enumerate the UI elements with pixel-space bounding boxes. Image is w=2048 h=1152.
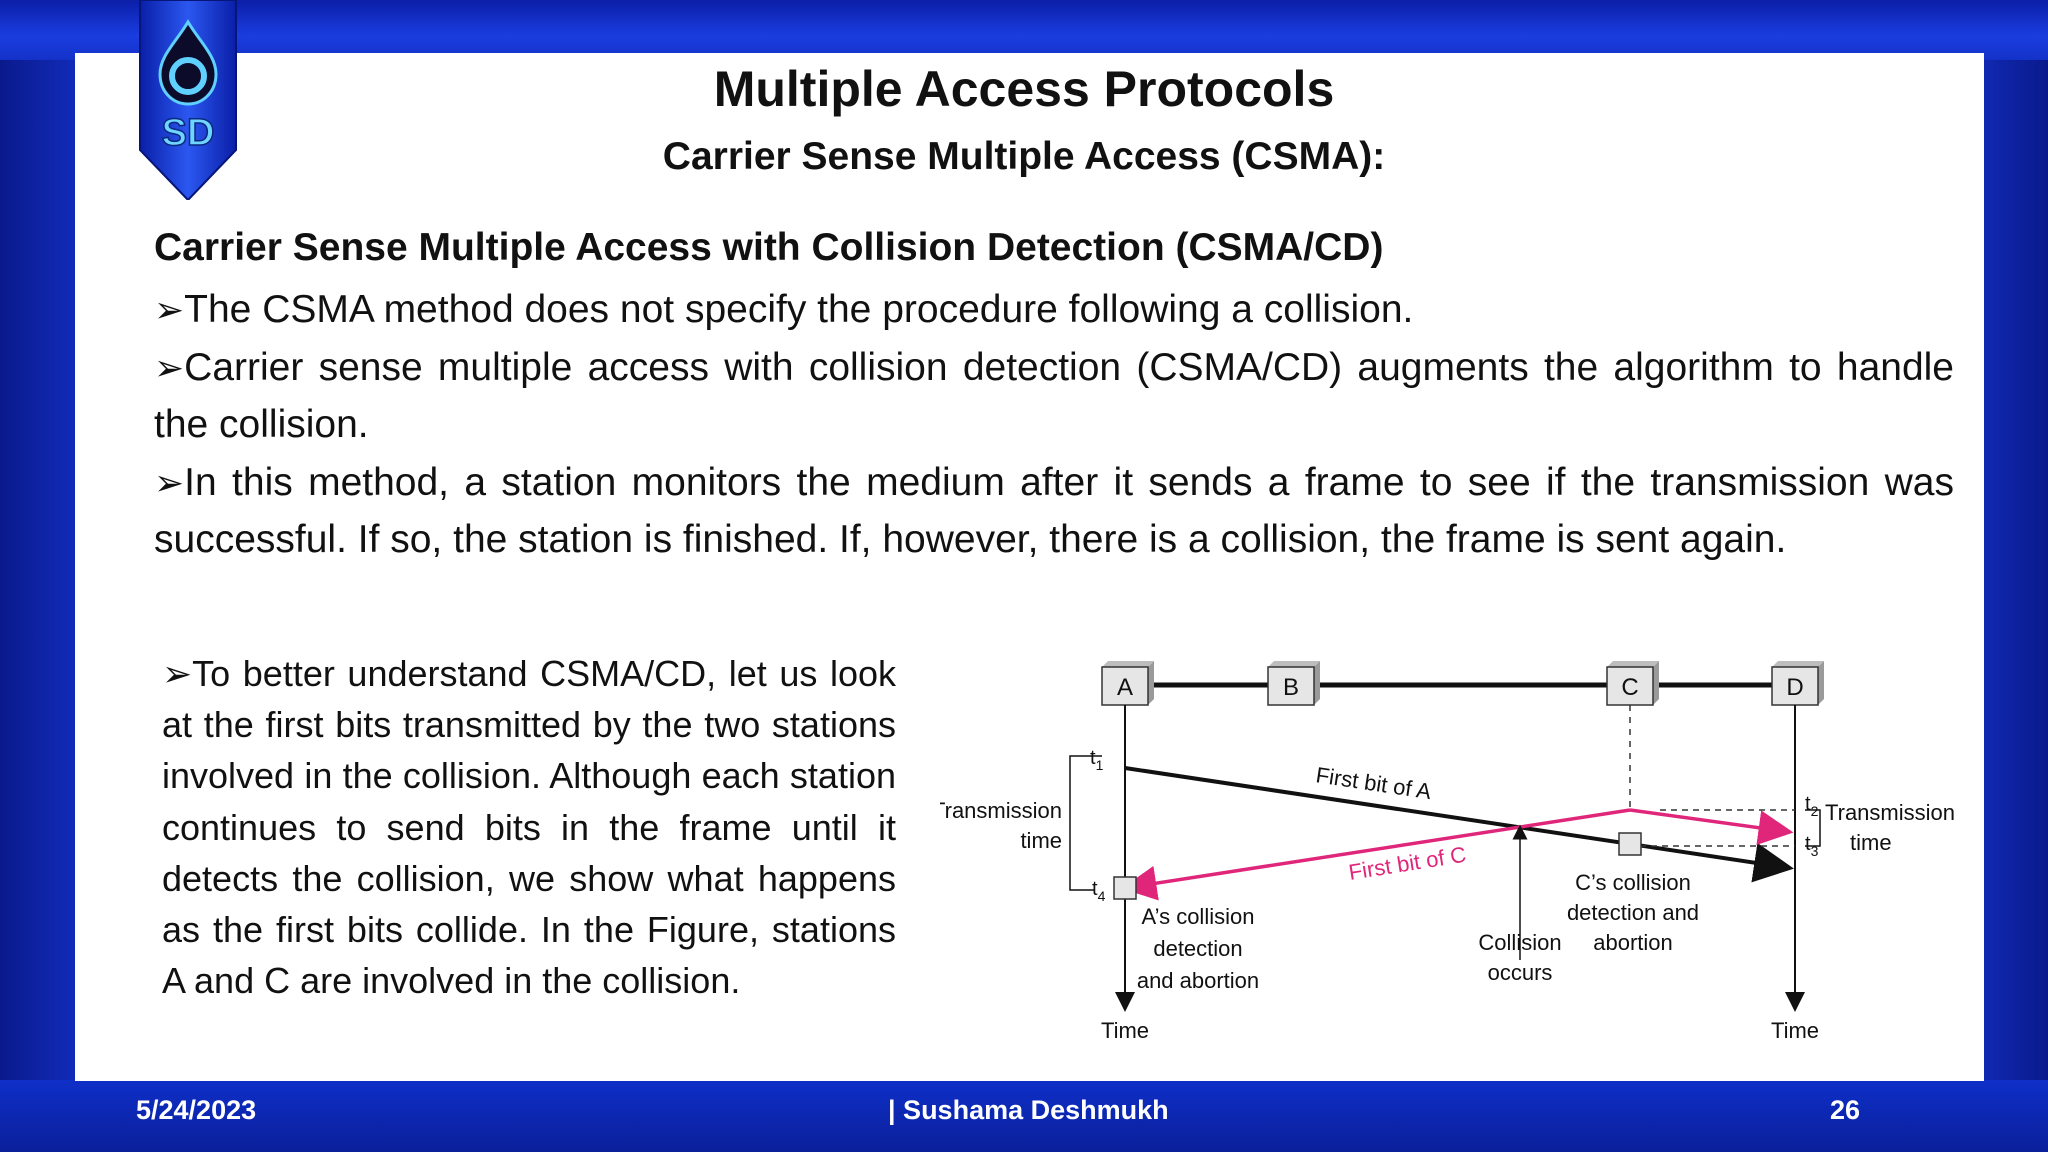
station-c: C [1606, 661, 1659, 706]
station-label: B [1283, 674, 1299, 701]
time-axis-label: Time [1771, 1018, 1819, 1043]
bullet-item: ➢In this method, a station monitors the … [154, 454, 1954, 569]
station-d: D [1771, 661, 1824, 706]
side-paragraph: ➢To better understand CSMA/CD, let us lo… [162, 648, 896, 1006]
signal-a-line [1124, 766, 1794, 883]
bullet-item: ➢Carrier sense multiple access with coll… [154, 339, 1954, 454]
left-bracket [1069, 755, 1102, 891]
signal-c-left [1121, 808, 1631, 901]
c-detect-label: detection and [1567, 900, 1699, 925]
page-subtitle: Carrier Sense Multiple Access (CSMA): [662, 135, 1386, 178]
transmission-label: Transmission [1825, 800, 1955, 825]
c-detect-label: abortion [1593, 930, 1673, 955]
footer-author: | Sushama Deshmukh [888, 1095, 1169, 1125]
station-label: A [1117, 674, 1133, 701]
page-title: Multiple Access Protocols [713, 61, 1335, 117]
a-detect-label: and abortion [1137, 968, 1259, 993]
top-band [0, 0, 2048, 60]
station-label: D [1786, 674, 1803, 701]
drop-logo-icon: SD [139, 0, 237, 200]
c-detect-box [1618, 832, 1642, 856]
transmission-label: Transmission [940, 798, 1062, 823]
a-detect-label: detection [1153, 936, 1242, 961]
bullet-arrow-icon: ➢ [162, 653, 193, 694]
station-label: C [1621, 674, 1638, 701]
side-paragraph-text: To better understand CSMA/CD, let us loo… [162, 653, 896, 1002]
bullet-text: The CSMA method does not specify the pro… [184, 288, 1414, 331]
station-b: B [1267, 661, 1320, 706]
a-detect-label: A’s collision [1142, 904, 1255, 929]
time-label: time [1850, 830, 1892, 855]
bullet-item: ➢The CSMA method does not specify the pr… [154, 281, 1954, 339]
bullet-arrow-icon: ➢ [154, 346, 185, 388]
section-heading: Carrier Sense Multiple Access with Colli… [154, 226, 1384, 269]
bottom-band [0, 1080, 2048, 1152]
csma-cd-diagram: A B C D First bit of A First bit of C T [940, 661, 1955, 1043]
time-axis-label: Time [1101, 1018, 1149, 1043]
footer-date: 5/24/2023 [136, 1095, 257, 1125]
a-detect-box [1113, 876, 1137, 900]
right-bracket [1805, 809, 1821, 847]
t1-label: t1 [1090, 747, 1104, 773]
first-bit-c-label: First bit of C [1347, 842, 1468, 885]
t2-label: t2 [1805, 793, 1819, 819]
bullet-arrow-icon: ➢ [154, 461, 185, 503]
collision-label: occurs [1488, 960, 1553, 985]
t3-label: t3 [1805, 833, 1819, 859]
station-a: A [1101, 661, 1154, 706]
signal-c-right [1629, 808, 1794, 846]
bullet-text: Carrier sense multiple access with colli… [154, 345, 1954, 447]
time-label: time [1020, 828, 1062, 853]
c-detect-label: C’s collision [1575, 870, 1691, 895]
bullet-list: ➢The CSMA method does not specify the pr… [154, 281, 1954, 569]
footer-page-number: 26 [1830, 1095, 1861, 1125]
bullet-arrow-icon: ➢ [154, 289, 185, 330]
t4-label: t4 [1092, 878, 1106, 904]
bullet-text: In this method, a station monitors the m… [154, 460, 1954, 562]
slide-panel [75, 53, 1984, 1081]
logo-text: SD [162, 112, 215, 154]
collision-label: Collision [1478, 930, 1561, 955]
